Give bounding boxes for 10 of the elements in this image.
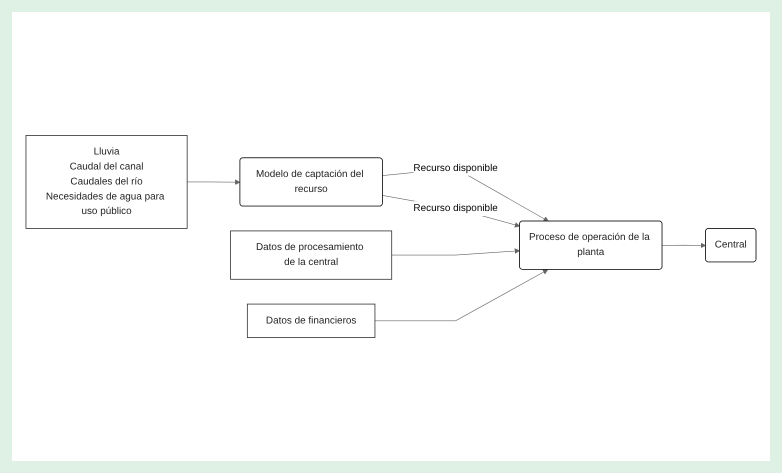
node-box: Lluvia Caudal del canal Caudales del río Necesidades de agua para uso público — [26, 135, 188, 229]
edge-label: Recurso disponible — [413, 162, 498, 174]
arrow — [382, 195, 520, 228]
node-box: Datos de procesamiento de la central — [230, 230, 392, 280]
edge-label: Recurso disponible — [413, 203, 498, 214]
node-box: Datos de financieros — [246, 304, 376, 338]
arrow — [391, 248, 520, 256]
arrow — [186, 179, 240, 185]
arrow — [374, 269, 548, 322]
arrow — [662, 242, 706, 248]
